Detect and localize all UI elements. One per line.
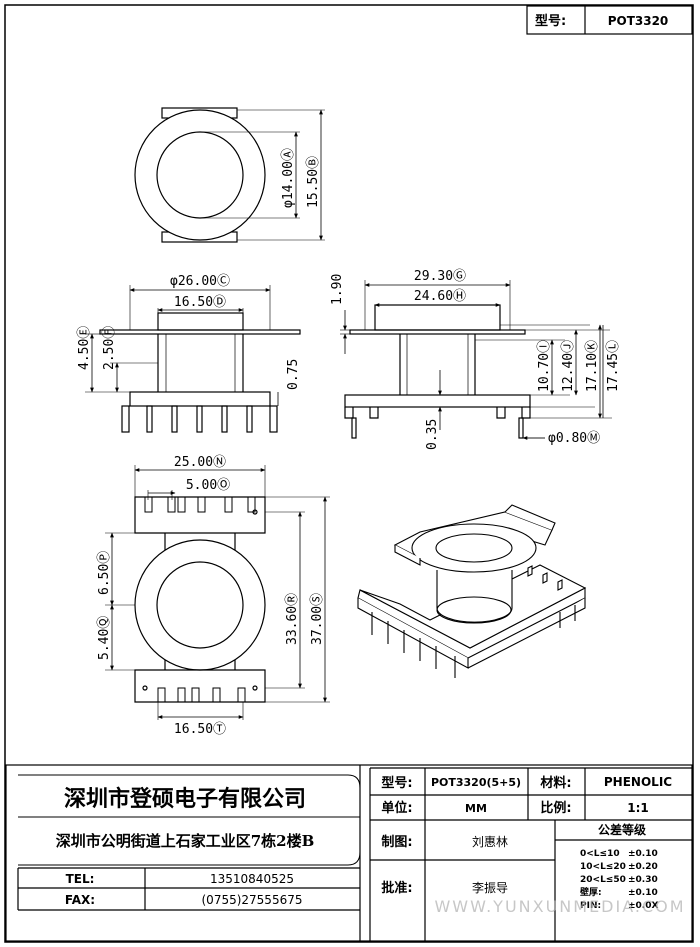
tb-material-value: PHENOLIC [604, 775, 672, 789]
company-name: 深圳市登硕电子有限公司 [64, 786, 306, 812]
tolerance-range: 壁厚: [580, 886, 602, 898]
tolerance-value: ±0.30 [628, 875, 658, 885]
tolerance-value: ±0.10 [628, 888, 658, 898]
dim-d0-35: 0.35 [425, 419, 440, 450]
dim-d4-5: 4.50Ⓔ [77, 326, 92, 370]
top-view [134, 107, 325, 243]
tel-value: 13510840525 [210, 872, 294, 886]
dim-d15-5: 15.50Ⓑ [306, 156, 321, 208]
title-block [5, 764, 693, 942]
tb-model-label: 型号: [381, 775, 412, 791]
side-view [340, 280, 612, 440]
sheet-border [4, 4, 694, 943]
tb-approved-label: 批准: [381, 880, 412, 896]
front-view [85, 285, 301, 433]
tb-unit-label: 单位: [381, 800, 412, 816]
dim-d6-5: 6.50Ⓟ [97, 551, 112, 595]
tb-scale-value: 1:1 [627, 801, 649, 815]
dim-d0-75: 0.75 [286, 359, 301, 390]
tolerance-range: 0<L≤10 [580, 849, 620, 859]
tolerance-value: ±0.0X [628, 901, 658, 911]
tb-model-value: POT3320(5+5) [431, 776, 521, 789]
tolerance-title: 公差等级 [598, 822, 646, 837]
header-model-value: POT3320 [608, 14, 669, 28]
bottom-view [105, 465, 330, 720]
dim-d10-7: 10.70Ⓘ [537, 340, 552, 392]
fax-label: FAX: [65, 893, 95, 907]
dim-d16-5b: 16.50Ⓣ [174, 722, 226, 737]
tolerance-value: ±0.20 [628, 862, 658, 872]
tel-label: TEL: [66, 872, 95, 886]
tolerance-range: 20<L≤50 [580, 875, 626, 885]
dim-d17-1: 17.10Ⓚ [585, 340, 600, 392]
tolerance-range: 10<L≤20 [580, 862, 626, 872]
dim-d33-6: 33.60Ⓡ [285, 593, 300, 645]
dim-d12-4: 12.40Ⓙ [561, 340, 576, 392]
tb-drawn-label: 制图: [381, 834, 412, 850]
tb-scale-label: 比例: [540, 800, 571, 816]
tolerance-range: PIN: [580, 901, 601, 911]
dim-d37: 37.00Ⓢ [310, 593, 325, 645]
dim-d17-45: 17.45Ⓛ [606, 340, 621, 392]
dim-d5: 5.00Ⓞ [186, 478, 230, 493]
tb-drawn-value: 刘惠林 [472, 835, 508, 849]
tb-material-label: 材料: [540, 775, 571, 791]
header-model-label: 型号: [535, 13, 566, 29]
company-address: 深圳市公明街道上石家工业区7栋2楼B [56, 832, 315, 850]
dim-d0-8: φ0.80Ⓜ [548, 431, 600, 446]
dim-d16-5: 16.50Ⓓ [174, 295, 226, 310]
dim-d1-9: 1.90 [330, 274, 345, 305]
dim-d29-3: 29.30Ⓖ [414, 269, 466, 284]
isometric-view [357, 504, 587, 678]
dim-d25: 25.00Ⓝ [174, 455, 226, 470]
dim-d2-5: 2.50Ⓕ [102, 326, 117, 370]
dim-d5-4: 5.40Ⓠ [97, 616, 112, 660]
header-box: 型号: POT3320 [526, 5, 693, 35]
tolerance-list: 0<L≤10 ±0.10 10<L≤20 ±0.20 20<L≤50 ±0.30… [580, 849, 658, 911]
tolerance-value: ±0.10 [628, 849, 658, 859]
fax-value: (0755)27555675 [202, 893, 303, 907]
dim-d26: φ26.00Ⓒ [170, 274, 230, 289]
tb-unit-value: MM [465, 802, 487, 815]
watermark: WWW.YUNXUNMEDIA.COM [434, 897, 685, 916]
tb-approved-value: 李振导 [472, 880, 508, 895]
dim-d24-6: 24.60Ⓗ [414, 289, 466, 304]
dim-d14: φ14.00Ⓐ [281, 148, 296, 208]
